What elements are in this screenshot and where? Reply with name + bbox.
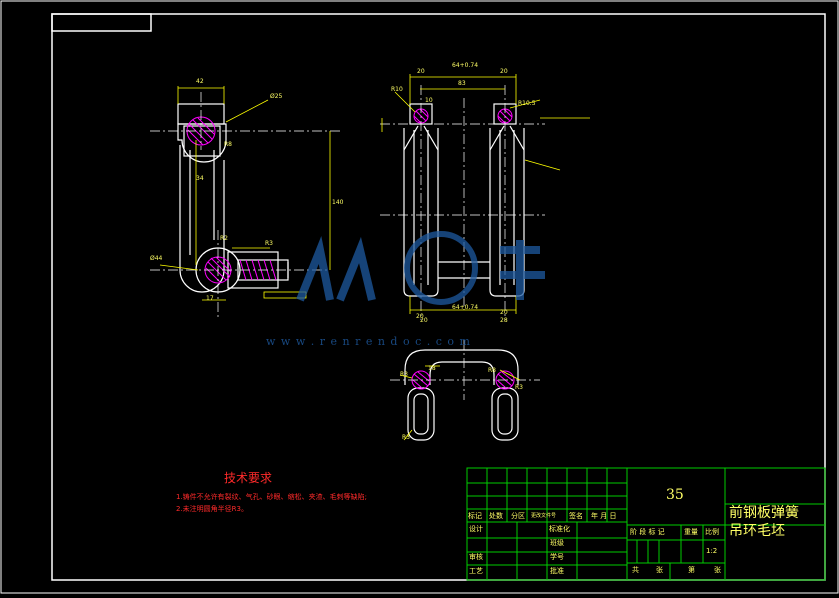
dim-bottom-64: 64+0.74: [452, 304, 479, 311]
hdr-mark: 标记: [468, 512, 482, 520]
bottom-view-centerlines: [390, 340, 540, 400]
dim-r8: R8: [224, 141, 232, 148]
dim-r3: R3: [265, 240, 273, 247]
label-sheet-no: 第: [688, 566, 695, 574]
dim-17: 17: [206, 295, 214, 302]
left-view-dim-lines: [159, 86, 331, 301]
dim-bottom-20-right: 20: [500, 309, 508, 316]
hdr-change-doc: 更改文件号: [531, 513, 557, 519]
label-std: 标准化: [549, 525, 570, 533]
dim-20-lower: 20: [420, 317, 428, 324]
label-sheets-total: 共: [632, 566, 639, 574]
front-view-dim-lines: [381, 74, 590, 314]
label-process: 工艺: [469, 567, 483, 575]
dim-83: 83: [458, 80, 466, 87]
dim-bottom-r3-c: R3: [515, 384, 523, 391]
bottom-view-dim-lines: [399, 365, 521, 441]
dim-d25: Ø25: [270, 93, 283, 100]
dim-bottom-r3-a: R3: [400, 371, 408, 378]
dim-10: 10: [425, 97, 433, 104]
title-block-grid: [466, 467, 826, 581]
label-weight: 重量: [684, 528, 698, 536]
watermark-logo: [296, 231, 545, 305]
dim-top-64: 64+0.74: [452, 62, 479, 69]
part-number: 35: [666, 487, 684, 503]
dim-140: 140: [332, 199, 344, 206]
label-approve: 批准: [550, 567, 564, 575]
tech-requirement-2: 2.未注明圆角半径R3。: [176, 505, 248, 513]
tech-requirement-1: 1.铸件不允许有裂纹、气孔、砂眼、缩松、夹渣、毛刺等缺陷;: [176, 493, 368, 501]
inner-border: [51, 13, 826, 581]
dim-bottom-18: 18: [428, 365, 436, 372]
dim-r10: R10: [391, 86, 403, 93]
label-student-id: 学号: [550, 553, 564, 561]
label-sheets-unit: 张: [656, 566, 663, 574]
hdr-date: 年 月 日: [591, 512, 617, 520]
left-view-centerlines: [150, 92, 340, 320]
tech-requirements-title: 技术要求: [224, 471, 273, 485]
dim-34: 34: [196, 175, 204, 182]
part-name-line1: 前钢板弹簧: [729, 505, 799, 521]
dim-42: 42: [196, 78, 204, 85]
part-name-line2: 吊环毛坯: [729, 523, 785, 539]
hdr-sign: 签名: [569, 512, 583, 520]
dim-r10-5: R10.5: [518, 100, 536, 107]
front-view-hatch: [413, 108, 513, 124]
hdr-zone: 分区: [511, 512, 525, 520]
dim-28: 28: [500, 317, 508, 324]
dim-top-20-left: 20: [417, 68, 425, 75]
dim-bottom-20-left: 20: [416, 313, 424, 320]
dim-d44: Ø44: [150, 255, 163, 262]
scale-value: 1:2: [706, 547, 718, 555]
dim-bottom-r3-b: R3: [402, 434, 410, 441]
dim-bottom-r8: R8: [488, 367, 496, 374]
label-sheet-unit2: 张: [714, 566, 721, 574]
label-design: 设计: [469, 525, 483, 533]
label-review: 审核: [469, 553, 483, 561]
label-class: 班级: [550, 539, 564, 547]
label-stage-mark: 阶 段 标 记: [630, 528, 665, 536]
front-view-centerlines: [380, 85, 545, 320]
dim-top-20-right: 20: [500, 68, 508, 75]
hdr-count: 处数: [489, 512, 503, 520]
watermark-url: w w w . r e n r e n d o c . c o m: [266, 335, 471, 348]
label-ratio: 比例: [705, 528, 719, 536]
dim-r2: R2: [220, 235, 228, 242]
bottom-view: [404, 349, 519, 441]
corner-label-box: [51, 13, 152, 32]
